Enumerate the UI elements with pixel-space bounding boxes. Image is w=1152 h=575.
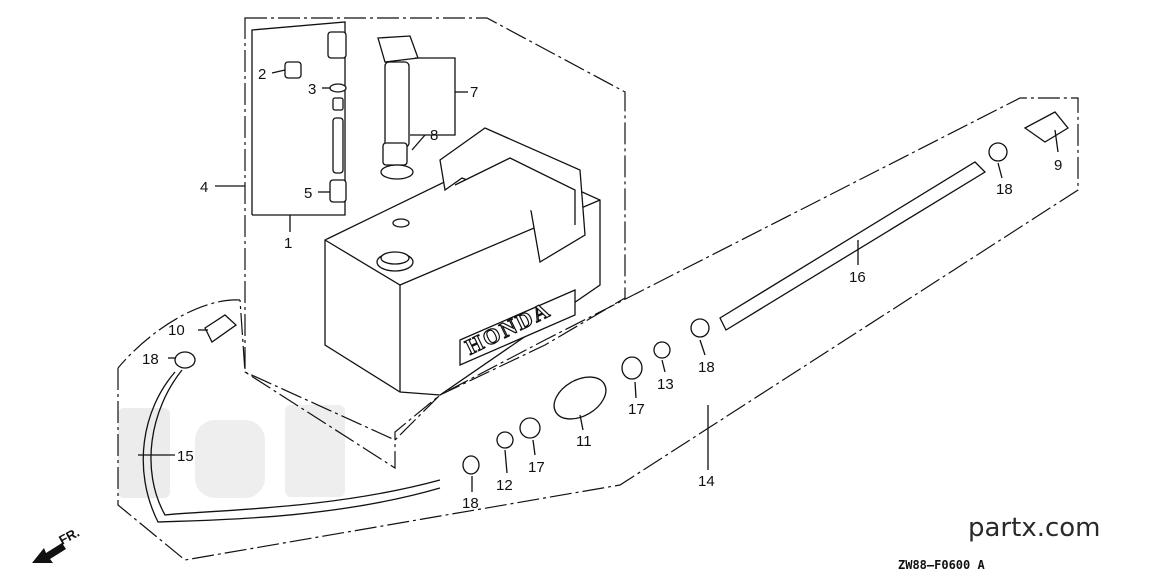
callout-18d: 18	[462, 495, 479, 512]
callout-16: 16	[849, 269, 866, 286]
callout-15: 15	[177, 448, 194, 465]
site-watermark: partx.com	[968, 513, 1101, 543]
callout-14: 14	[698, 473, 715, 490]
callout-17a: 17	[628, 401, 645, 418]
callout-10: 10	[168, 322, 185, 339]
fuel-line-kit-boundary	[117, 97, 1079, 561]
callout-8: 8	[430, 127, 438, 144]
callout-18c: 18	[142, 351, 159, 368]
callout-11: 11	[576, 433, 592, 450]
callout-17b: 17	[528, 459, 545, 476]
callout-13: 13	[657, 376, 674, 393]
tank-kit-boundary	[244, 17, 626, 470]
front-direction-marker: FR.	[32, 525, 82, 563]
callout-4: 4	[200, 179, 208, 196]
leader-lines	[138, 57, 1059, 492]
fuel-tank: HONDA	[324, 127, 601, 396]
background-watermark-art	[118, 405, 345, 498]
arrow-icon	[32, 543, 66, 563]
callout-labels: 1 2 3 4 5 7 8 9 10 11 12 13 14 15 16 17 …	[142, 66, 1062, 512]
pickup-parts	[284, 31, 419, 203]
callout-5: 5	[304, 185, 312, 202]
pickup-subassembly-box	[251, 21, 346, 216]
fuel-line-parts	[142, 111, 1069, 523]
callout-9: 9	[1054, 157, 1062, 174]
drawing-code: ZW88—F0600 A	[898, 558, 985, 572]
callout-12: 12	[496, 477, 513, 494]
callout-18a: 18	[996, 181, 1013, 198]
callout-3: 3	[308, 81, 316, 98]
callout-1: 1	[284, 235, 292, 252]
callout-2: 2	[258, 66, 266, 83]
callout-18b: 18	[698, 359, 715, 376]
callout-7: 7	[470, 84, 478, 101]
